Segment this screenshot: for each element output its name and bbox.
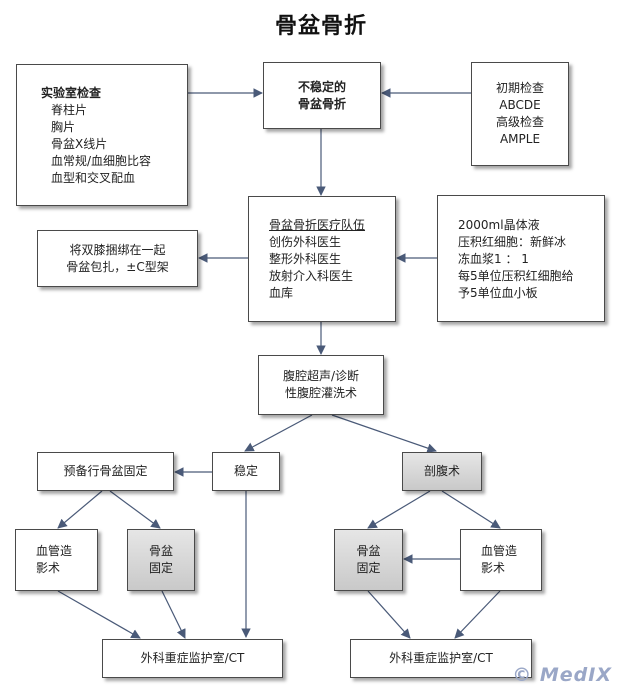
medical-team-item: 整形外科医生	[269, 252, 342, 266]
fluid-resuscitation-box: 2000ml晶体液 压积红细胞：新鲜冰 冻血浆1 ： 1 每5单位压积红细胞给 …	[437, 195, 605, 322]
arrow-fix-right-to-icu-right	[367, 590, 411, 639]
stable-box: 稳定	[212, 452, 280, 491]
lab-exam-item: 血常规/血细胞比容	[51, 154, 152, 168]
lab-exam-item: 骨盆X线片	[51, 137, 108, 151]
medical-team-item: 血库	[269, 286, 294, 300]
angiography-line: 影术	[481, 561, 506, 575]
arrow-angio-right-to-icu-right	[454, 590, 501, 639]
angiography-line: 血管造	[36, 544, 73, 558]
angiography-left-box: 血管造 影术	[15, 529, 98, 591]
laparotomy-box: 剖腹术	[402, 452, 482, 491]
icu-ct-right-box: 外科重症监护室/CT	[350, 639, 532, 678]
pelvic-fixation-line: 骨盆	[148, 544, 173, 558]
lab-exam-heading: 实验室检查	[41, 86, 102, 100]
knee-binding-line: 骨盆包扎，±C型架	[66, 259, 169, 274]
medical-team-heading: 骨盆骨折医疗队伍	[269, 218, 366, 232]
icu-ct-label: 外科重症监护室/CT	[140, 651, 245, 665]
initial-exam-line: ABCDE	[499, 98, 541, 112]
arrow-laparotomy-to-fix-right	[367, 490, 431, 529]
pelvic-fixation-line: 骨盆	[356, 544, 381, 558]
arrow-prefix-to-fix-left	[109, 490, 161, 529]
medix-watermark: © MedIX	[512, 664, 612, 686]
initial-exam-line: 高级检查	[495, 115, 544, 129]
ultrasound-box: 腹腔超声/诊断 性腹腔灌洗术	[258, 355, 384, 415]
fluid-line: 冻血浆1 ： 1	[458, 252, 529, 266]
prepare-fixation-label: 预备行骨盆固定	[63, 464, 148, 478]
icu-ct-left-box: 外科重症监护室/CT	[102, 639, 283, 678]
initial-exam-line: 初期检查	[495, 81, 544, 95]
fluid-line: 予5单位血小板	[458, 286, 538, 300]
medical-team-item: 放射介入科医生	[269, 269, 354, 283]
prepare-fixation-box: 预备行骨盆固定	[37, 452, 174, 491]
arrow-angio-left-to-icu-left	[57, 590, 141, 639]
medical-team-item: 创伤外科医生	[269, 235, 342, 249]
pelvic-fixation-line: 固定	[148, 561, 173, 575]
arrow-ultrasound-to-stable	[244, 414, 313, 452]
ultrasound-line: 性腹腔灌洗术	[284, 386, 357, 400]
pelvic-fixation-right-box: 骨盆 固定	[334, 529, 403, 591]
pelvic-fixation-line: 固定	[356, 561, 381, 575]
arrow-fix-left-to-icu-left	[161, 590, 186, 639]
stable-label: 稳定	[233, 464, 258, 478]
arrow-laparotomy-to-angio-right	[441, 490, 501, 529]
icu-ct-label: 外科重症监护室/CT	[389, 651, 493, 665]
lab-exam-item: 脊柱片	[51, 103, 88, 117]
unstable-fracture-line: 骨盆骨折	[297, 96, 346, 111]
unstable-fracture-line: 不稳定的	[297, 79, 346, 94]
fluid-line: 2000ml晶体液	[458, 218, 540, 232]
knee-binding-line: 将双膝捆绑在一起	[69, 242, 166, 257]
fluid-line: 压积红细胞：新鲜冰	[458, 235, 567, 249]
medical-team-box: 骨盆骨折医疗队伍 创伤外科医生 整形外科医生 放射介入科医生 血库	[248, 196, 396, 322]
lab-exam-item: 血型和交叉配血	[51, 171, 136, 185]
fluid-line: 每5单位压积红细胞给	[458, 269, 574, 283]
angiography-right-box: 血管造 影术	[460, 529, 542, 591]
lab-exam-item: 胸片	[51, 120, 76, 134]
arrow-prefix-to-angio-left	[57, 490, 103, 529]
pelvic-fixation-left-box: 骨盆 固定	[127, 529, 195, 591]
arrow-ultrasound-to-laparotomy	[331, 414, 437, 453]
initial-exam-line: AMPLE	[499, 132, 541, 146]
knee-binding-box: 将双膝捆绑在一起 骨盆包扎，±C型架	[37, 230, 198, 287]
angiography-line: 血管造	[481, 544, 518, 558]
laparotomy-label: 剖腹术	[423, 464, 460, 478]
diagram-title: 骨盆骨折	[274, 14, 367, 39]
lab-exam-box: 实验室检查 脊柱片 胸片 骨盆X线片 血常规/血细胞比容 血型和交叉配血	[16, 64, 188, 206]
initial-exam-box: 初期检查 ABCDE 高级检查 AMPLE	[471, 62, 569, 166]
ultrasound-line: 腹腔超声/诊断	[282, 369, 360, 383]
unstable-fracture-box: 不稳定的 骨盆骨折	[263, 62, 381, 129]
angiography-line: 影术	[36, 561, 61, 575]
